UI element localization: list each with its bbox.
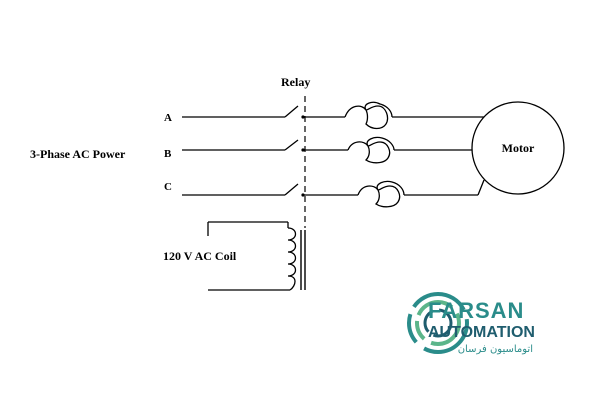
logo-text-automation: AUTOMATION	[428, 324, 535, 341]
farsan-automation-logo: FARSAN AUTOMATION اتوماسیون فرسان	[407, 292, 535, 355]
phase-c-contact	[284, 183, 299, 196]
phase-a-overload-heater	[344, 101, 393, 130]
phase-c-motor-lead	[477, 179, 485, 196]
coil-label: 120 V AC Coil	[163, 249, 237, 263]
phase-a-circuit	[182, 101, 484, 130]
phase-b-label: B	[164, 148, 172, 160]
phase-c-overload-heater	[357, 180, 405, 208]
logo-text-persian: اتوماسیون فرسان	[458, 344, 533, 355]
motor-label: Motor	[502, 141, 535, 155]
relay-coil: 120 V AC Coil	[163, 221, 306, 291]
phase-b-overload-heater	[347, 136, 395, 164]
logo-swirl-inner	[423, 308, 453, 338]
phase-c-circuit	[182, 179, 485, 208]
phase-a-label: A	[164, 112, 172, 124]
motor-symbol	[471, 101, 565, 195]
power-label: 3-Phase AC Power	[30, 147, 126, 161]
phase-a-contact	[284, 105, 299, 118]
logo-swirl-outer	[407, 292, 469, 354]
phase-c-label: C	[164, 181, 172, 193]
relay-label: Relay	[281, 75, 310, 89]
motor: Motor	[471, 101, 565, 195]
logo-swirl-middle	[415, 300, 461, 346]
logo-text-farsan: FARSAN	[428, 298, 524, 323]
coil-winding	[287, 227, 297, 291]
phase-b-contact	[284, 139, 299, 151]
phase-b-circuit	[182, 136, 472, 164]
